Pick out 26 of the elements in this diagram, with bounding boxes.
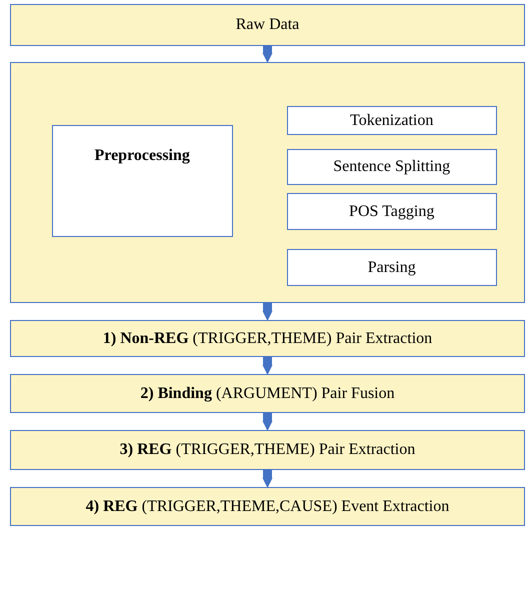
box-label: Preprocessing (94, 146, 190, 165)
arrow (262, 357, 272, 375)
arrow (262, 470, 272, 488)
arrow (262, 46, 272, 63)
process-box (10, 430, 525, 470)
box-label: 1) Non-REG (TRIGGER,THEME) Pair Extraction (102, 328, 432, 348)
box-label: 2) Binding (ARGUMENT) Pair Fusion (140, 384, 395, 404)
box-label: POS Tagging (349, 202, 434, 221)
step-box (286, 148, 497, 185)
process-box (10, 374, 525, 413)
box-label: 3) REG (TRIGGER,THEME) Pair Extraction (120, 440, 416, 460)
process-box (10, 4, 525, 46)
arrow (262, 413, 272, 431)
step-box (286, 192, 497, 230)
box-label: Raw Data (236, 15, 300, 35)
process-box (52, 124, 233, 237)
arrow (262, 303, 272, 321)
box-label: Tokenization (350, 110, 434, 130)
group-panel (10, 62, 525, 303)
box-label: Sentence Splitting (333, 157, 450, 176)
process-box (10, 487, 525, 526)
step-box (286, 106, 497, 135)
box-label: 4) REG (TRIGGER,THEME,CAUSE) Event Extraction (86, 496, 450, 516)
process-box (10, 320, 525, 357)
box-label: Parsing (368, 258, 416, 277)
step-box (286, 248, 497, 286)
